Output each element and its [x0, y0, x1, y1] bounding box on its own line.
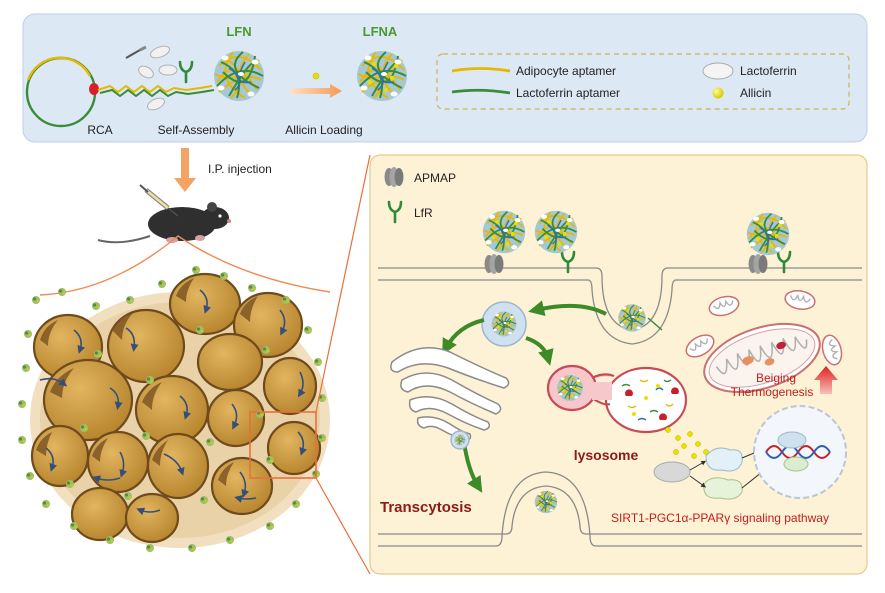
apmap-receptor [748, 254, 768, 274]
zoom-box [249, 411, 317, 479]
lysosome [546, 364, 688, 434]
apmap-icon [384, 167, 404, 187]
legend-box [436, 53, 850, 110]
injection-arrow [174, 148, 196, 192]
legend-lactoferrin: Lactoferrin [740, 64, 797, 78]
allicin-dot [312, 72, 320, 80]
lfna-bound [535, 211, 578, 254]
label-self-assembly: Self-Assembly [158, 123, 235, 137]
label-beiging: Beiging [756, 371, 796, 385]
lfna-endocytosed [618, 304, 646, 332]
rca-template [25, 56, 99, 128]
adipocyte [266, 420, 322, 476]
mouse-icon [97, 202, 231, 244]
adipocyte [146, 432, 210, 500]
signaling-proteins [653, 442, 784, 500]
label-ip-injection: I.P. injection [208, 162, 272, 176]
legend-lactoferrin-aptamer: Lactoferrin aptamer [516, 86, 620, 100]
label-signaling-pathway: SIRT1-PGC1α-PPARγ signaling pathway [611, 511, 829, 525]
label-transcytosis: Transcytosis [380, 499, 472, 516]
legend-allicin: Allicin [740, 86, 771, 100]
upregulation-arrow [814, 366, 838, 394]
legend-swatch-lactoferrin [702, 62, 734, 80]
adipocyte [262, 356, 318, 416]
lfna-bound [747, 213, 790, 256]
top-panel [22, 13, 868, 143]
lfna-bound [483, 211, 526, 254]
apmap-receptor [484, 254, 504, 274]
label-lfn: LFN [226, 24, 251, 39]
zoom-outline [39, 235, 331, 296]
label-lfr: LfR [414, 206, 433, 220]
label-rca: RCA [87, 123, 112, 137]
adipocyte [70, 486, 130, 542]
lactoferrin-molecules [138, 45, 178, 111]
mitochondria [681, 287, 846, 394]
zoom-line-bottom [315, 477, 371, 575]
zoom-line-top [315, 154, 371, 413]
syringe-icon [139, 184, 179, 217]
lfna-nanoball [357, 51, 407, 101]
nucleus [753, 405, 847, 499]
pipette-icon [125, 45, 147, 59]
released-allicin [665, 427, 709, 459]
loading-arrow [290, 84, 342, 98]
adipocyte [168, 272, 242, 336]
plasma-membrane-bottom [378, 471, 862, 547]
legend-swatch-allicin [712, 87, 724, 99]
legend-swatch-lactoferrin-aptamer [451, 88, 511, 95]
adipocyte [86, 430, 150, 494]
legend-adipocyte-aptamer: Adipocyte aptamer [516, 64, 616, 78]
adipocyte [196, 332, 264, 392]
trafficking-arrows [442, 300, 607, 493]
adipocyte [30, 424, 90, 488]
mitochondrion-large [703, 322, 821, 394]
adipocyte [124, 492, 180, 544]
adipose-tissue [18, 266, 330, 552]
label-apmap: APMAP [414, 171, 456, 185]
lfn-nanoball [213, 50, 265, 102]
adipocyte [210, 456, 274, 516]
rca-strand [97, 84, 213, 94]
label-thermogenesis: Thermogenesis [731, 385, 814, 399]
label-lysosome: lysosome [574, 447, 639, 463]
legend-swatch-adipocyte [451, 67, 511, 73]
label-lfna: LFNA [363, 24, 398, 39]
lfna-transcytosis [535, 491, 558, 514]
label-allicin-loading: Allicin Loading [285, 123, 362, 137]
